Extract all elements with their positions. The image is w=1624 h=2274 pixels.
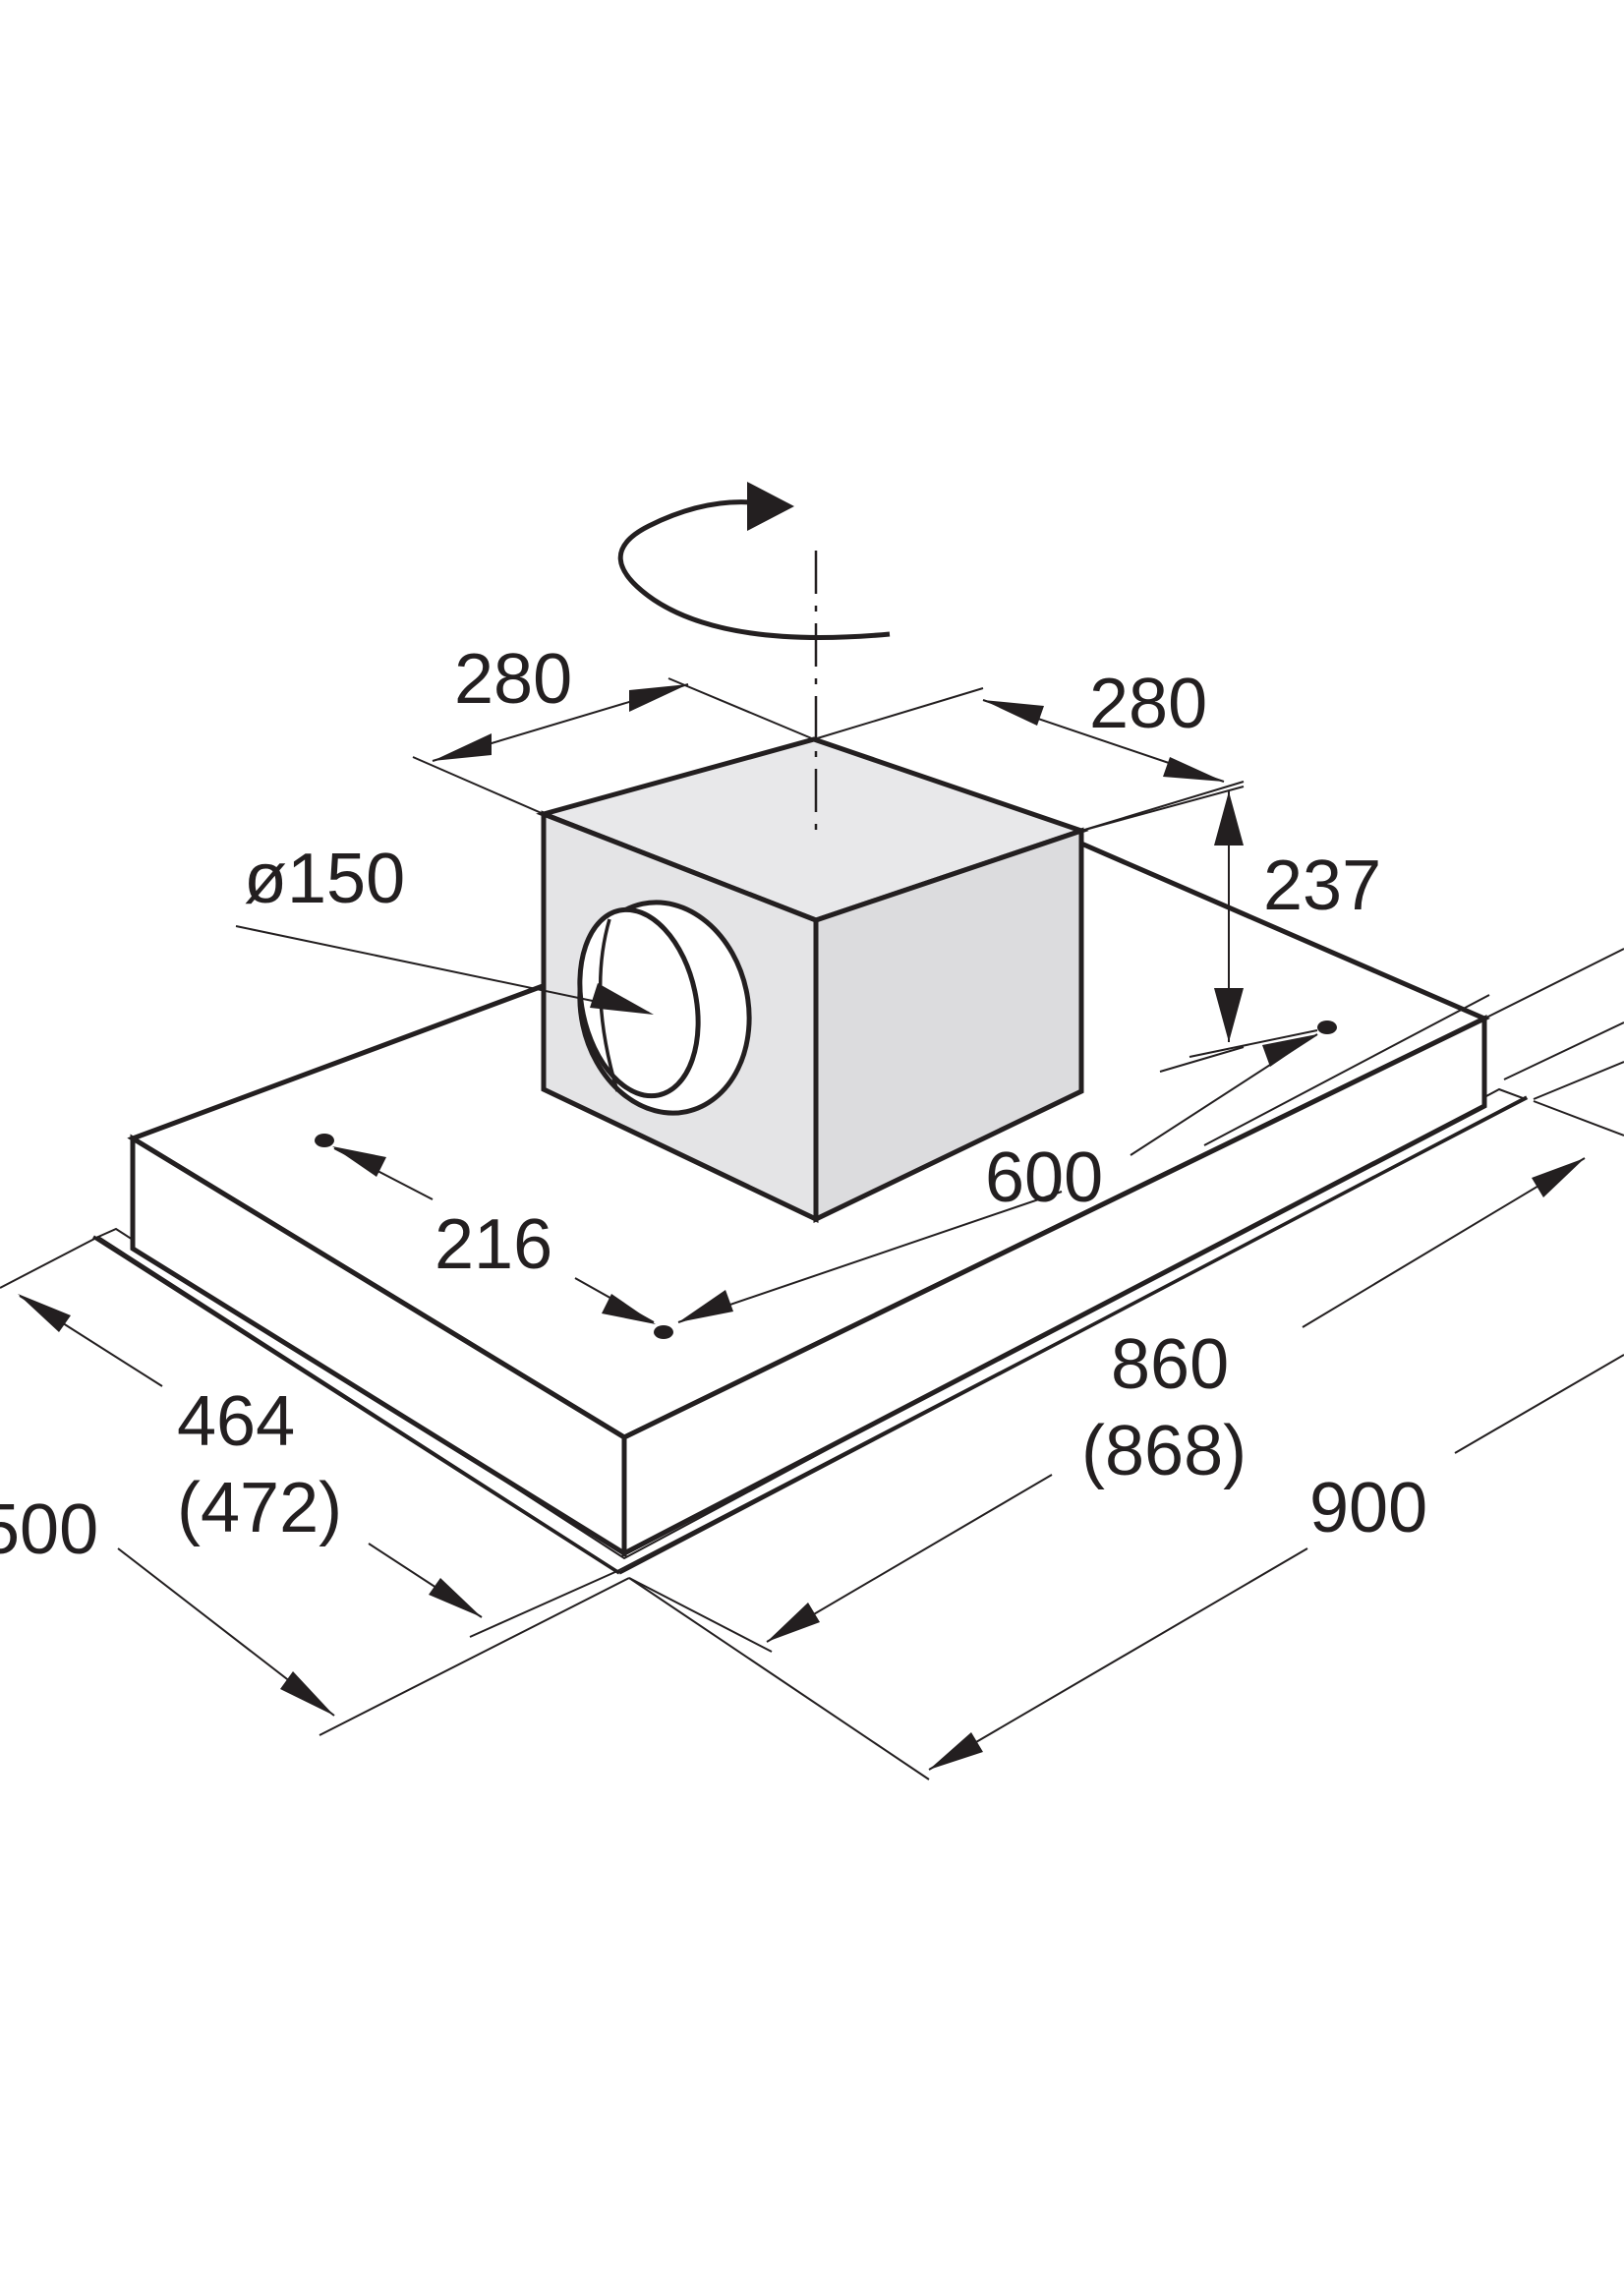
- label-overall-width: 900: [1309, 1469, 1427, 1547]
- hole-right: [1317, 1020, 1337, 1034]
- label-body-width-alt: (868): [1081, 1412, 1247, 1490]
- right-edge-partial: [1483, 948, 1624, 1080]
- label-body-depth: 464: [177, 1382, 295, 1461]
- rotation-arrow-icon: [617, 482, 891, 640]
- label-hole-short: 216: [435, 1205, 552, 1284]
- dim-overall-depth: 500: [0, 1490, 630, 1736]
- dim-body-depth: 464 (472): [0, 1236, 618, 1638]
- label-box-width: 280: [1089, 665, 1207, 743]
- label-overall-depth: 500: [0, 1490, 98, 1569]
- dim-duct-diameter: ø150: [235, 840, 654, 1015]
- label-box-depth: 280: [454, 640, 572, 719]
- mounting-holes: [315, 1020, 1337, 1339]
- dim-hole-short: 216: [332, 1146, 656, 1324]
- hole-front: [654, 1325, 673, 1339]
- label-hole-long: 600: [985, 1138, 1103, 1217]
- label-box-height: 237: [1263, 846, 1381, 925]
- dim-box-height: 237: [1080, 786, 1381, 1073]
- label-body-width: 860: [1111, 1325, 1229, 1404]
- dim-box-depth: 280: [412, 640, 815, 815]
- dim-body-width: 860 (868): [628, 1100, 1624, 1653]
- label-body-depth-alt: (472): [177, 1469, 342, 1547]
- dim-overall-width: 900: [628, 1061, 1624, 1780]
- hole-left: [315, 1134, 334, 1147]
- label-duct-diameter: ø150: [244, 840, 405, 918]
- dim-hole-long: 600: [677, 994, 1490, 1323]
- dim-box-width: 280: [813, 665, 1245, 832]
